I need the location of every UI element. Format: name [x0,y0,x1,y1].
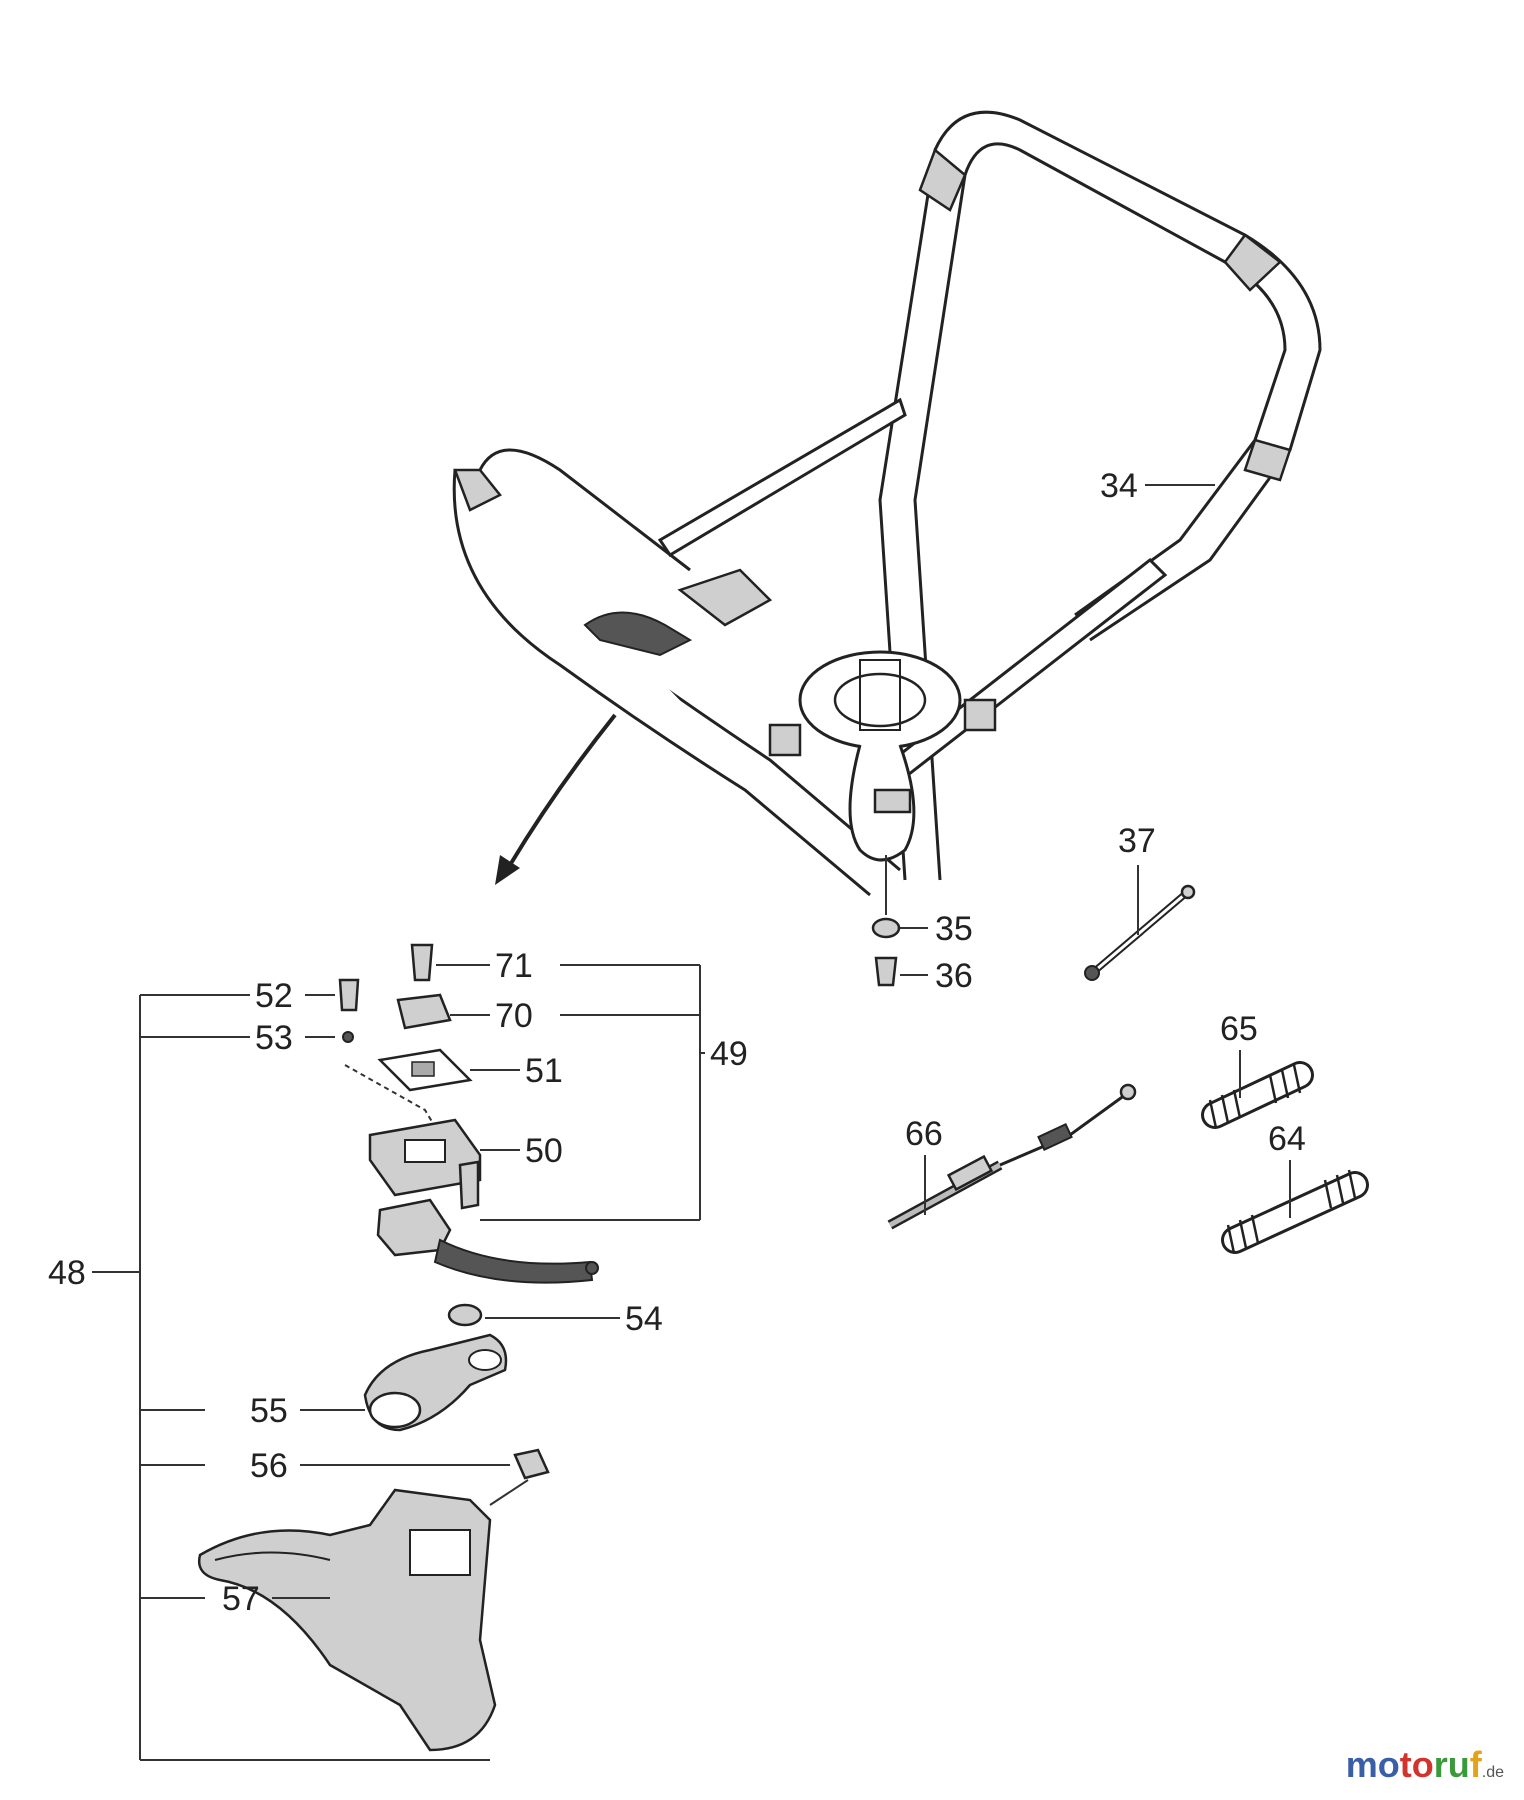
direction-arrow [508,713,617,867]
trigger-lever-icon [376,1198,599,1284]
label-35: 35 [935,910,973,948]
label-51: 51 [525,1052,563,1090]
label-36: 36 [935,957,973,995]
label-52: 52 [255,977,293,1015]
label-56: 56 [250,1447,288,1485]
nut-35-icon [871,917,901,939]
spring-64-icon [1221,1169,1369,1254]
throttle-housing-57-icon [197,1488,497,1752]
screw-52-icon [338,978,360,1012]
label-50: 50 [525,1132,563,1170]
bracket-48 [92,994,490,1761]
throttle-cable-66-icon [887,1083,1137,1230]
nut-56-icon [513,1448,550,1480]
label-37: 37 [1118,822,1156,860]
watermark-logo: motoruf.de [1345,1744,1504,1785]
spring-65-icon [1201,1061,1314,1129]
label-49: 49 [710,1035,748,1073]
label-48: 48 [48,1254,86,1292]
rod-37-icon [1084,884,1196,981]
bolt-71-icon [410,943,434,982]
label-34: 34 [1100,467,1138,505]
label-57: 57 [222,1580,260,1618]
label-66: 66 [905,1115,943,1153]
washer-54-icon [447,1303,483,1327]
label-54: 54 [625,1300,663,1338]
label-53: 53 [255,1019,293,1057]
cap-70-icon [396,993,452,1030]
label-64: 64 [1268,1120,1306,1158]
pin-53-icon [342,1031,354,1043]
label-55: 55 [250,1392,288,1430]
bracket-50-icon [368,1118,482,1210]
clamp-55-icon [363,1333,508,1432]
arrow-head [495,855,520,885]
label-65: 65 [1220,1010,1258,1048]
bolt-36-icon [874,956,898,987]
label-70: 70 [495,997,533,1035]
handle-frame-34 [452,110,1322,897]
bracket-49 [480,964,705,1221]
label-71: 71 [495,947,533,985]
